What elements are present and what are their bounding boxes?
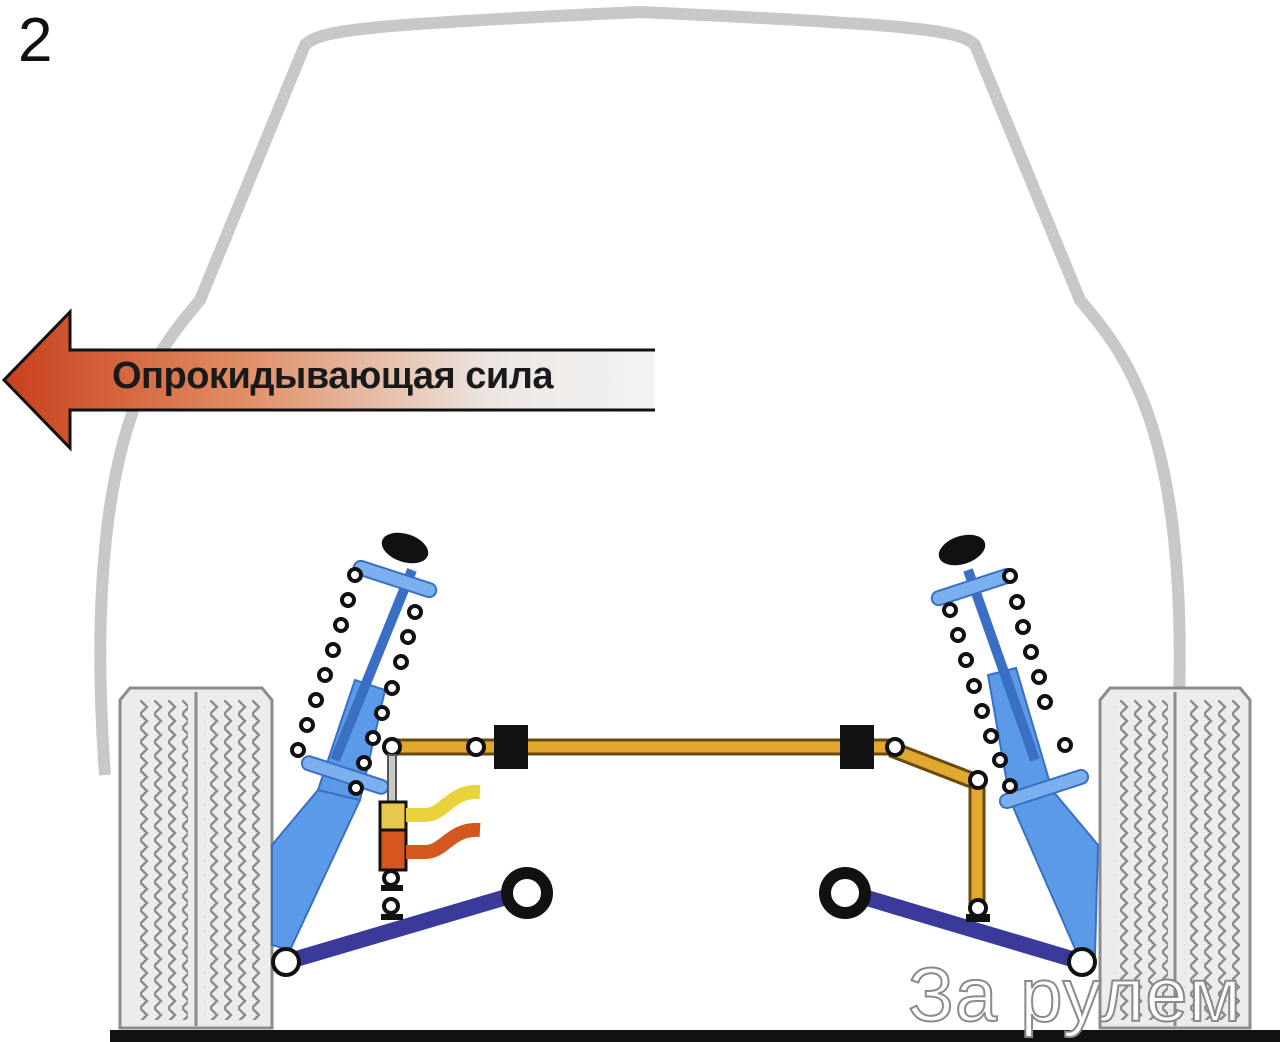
right-strut	[930, 534, 1100, 962]
overturning-force-arrow	[1, 308, 655, 452]
watermark-logo: За рулем	[907, 953, 1242, 1038]
right-lower-arm	[819, 867, 1097, 977]
car-body-outline	[94, 6, 1186, 776]
left-tire	[118, 686, 274, 1030]
stabilizer-bar	[382, 725, 990, 922]
ground-line	[110, 1030, 1280, 1042]
right-tire	[1098, 686, 1252, 1030]
figure-number: 2	[18, 6, 53, 75]
left-strut	[271, 532, 438, 952]
force-label: Опрокидывающая сила	[112, 355, 554, 397]
hydraulic-actuator	[378, 754, 481, 920]
left-lower-arm	[271, 867, 553, 977]
